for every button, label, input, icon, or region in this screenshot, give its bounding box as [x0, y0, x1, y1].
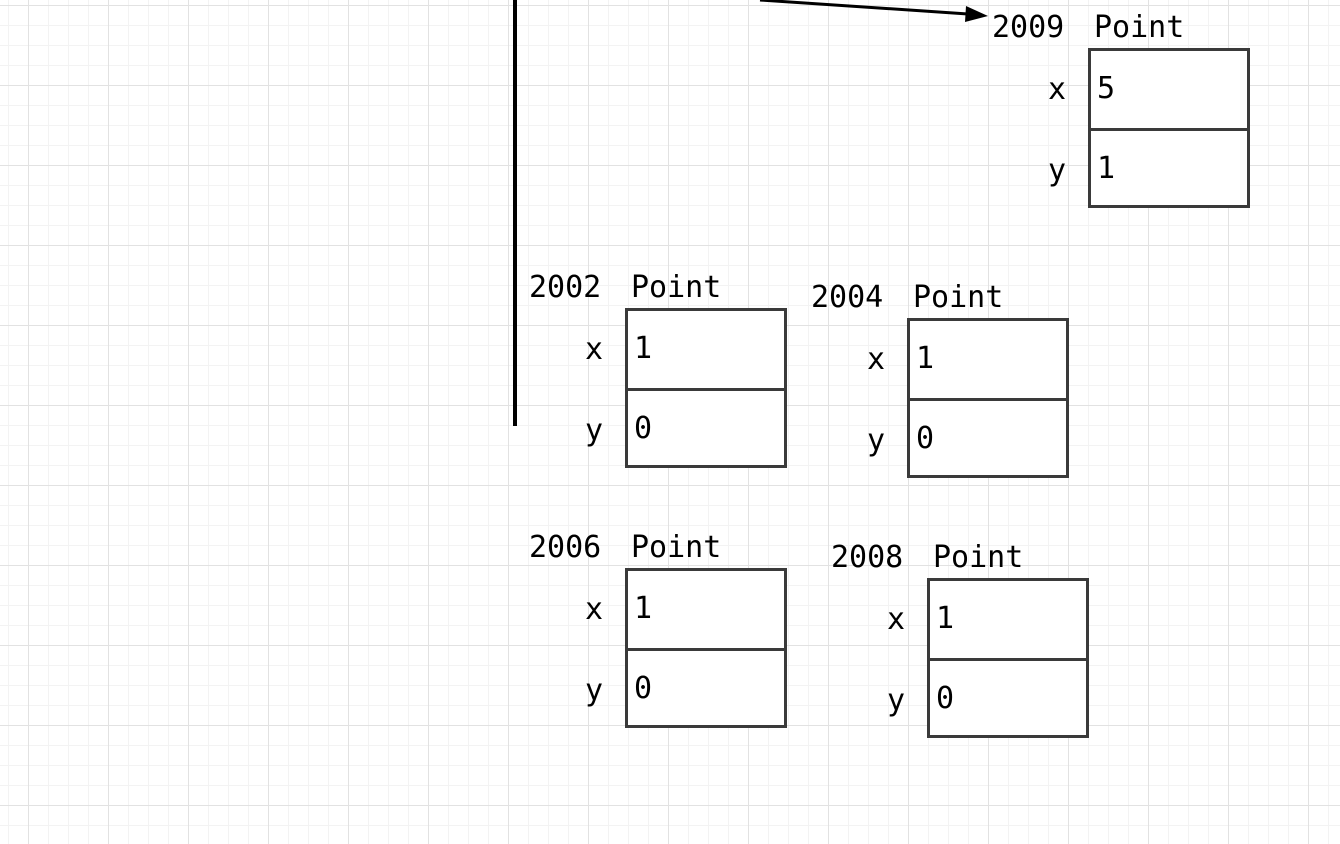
object-header: 2009 Point [992, 10, 1184, 45]
object-address: 2004 [811, 280, 884, 315]
object-box: 1 0 [927, 578, 1089, 738]
object-type: Point [933, 540, 1024, 575]
field-value-y: 0 [916, 421, 935, 456]
field-value-x: 5 [1097, 71, 1116, 106]
field-name-y: y [1048, 153, 1067, 188]
field-name-x: x [585, 332, 604, 367]
object-type: Point [631, 530, 722, 565]
field-value-x: 1 [634, 591, 653, 626]
field-cell-x: 1 [628, 311, 784, 388]
field-cell-y: 1 [1091, 128, 1247, 205]
field-name-x: x [867, 342, 886, 377]
object-box: 5 1 [1088, 48, 1250, 208]
reference-arrow-line [759, 0, 969, 16]
field-cell-y: 0 [628, 388, 784, 465]
field-cell-y: 0 [628, 648, 784, 725]
object-header: 2002 Point [529, 270, 721, 305]
field-cell-x: 1 [910, 321, 1066, 398]
field-value-x: 1 [936, 601, 955, 636]
field-value-y: 0 [634, 411, 653, 446]
field-value-y: 0 [936, 681, 955, 716]
object-header: 2006 Point [529, 530, 721, 565]
object-header: 2008 Point [831, 540, 1023, 575]
object-box: 1 0 [625, 568, 787, 728]
field-name-y: y [585, 673, 604, 708]
object-box: 1 0 [907, 318, 1069, 478]
object-type: Point [1094, 10, 1185, 45]
object-type: Point [631, 270, 722, 305]
field-name-x: x [585, 592, 604, 627]
field-value-x: 1 [916, 341, 935, 376]
field-cell-y: 0 [930, 658, 1086, 735]
field-value-x: 1 [634, 331, 653, 366]
object-address: 2006 [529, 530, 602, 565]
field-cell-x: 1 [628, 571, 784, 648]
field-value-y: 1 [1097, 151, 1116, 186]
field-name-x: x [1048, 72, 1067, 107]
field-cell-x: 1 [930, 581, 1086, 658]
reference-arrow-head [965, 6, 988, 22]
field-name-x: x [887, 602, 906, 637]
object-type: Point [913, 280, 1004, 315]
field-cell-y: 0 [910, 398, 1066, 475]
field-cell-x: 5 [1091, 51, 1247, 128]
field-name-y: y [585, 413, 604, 448]
object-address: 2009 [992, 10, 1065, 45]
object-address: 2008 [831, 540, 904, 575]
field-name-y: y [887, 683, 906, 718]
object-address: 2002 [529, 270, 602, 305]
field-value-y: 0 [634, 671, 653, 706]
object-box: 1 0 [625, 308, 787, 468]
object-header: 2004 Point [811, 280, 1003, 315]
field-name-y: y [867, 423, 886, 458]
